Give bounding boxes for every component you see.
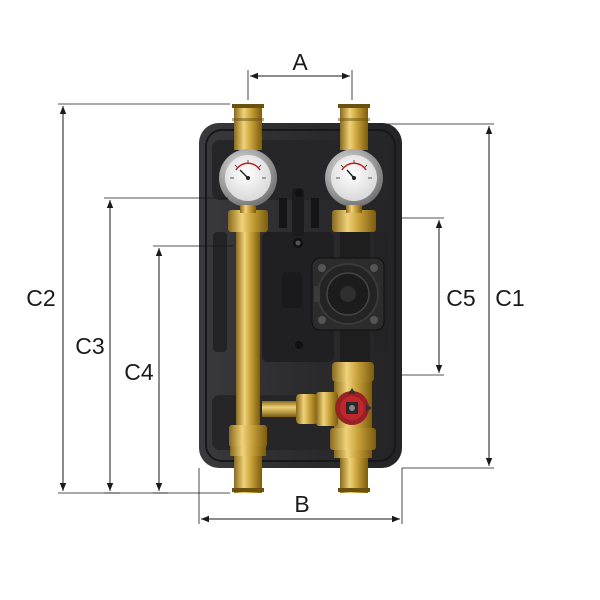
- left-supply-pipe: [228, 104, 268, 493]
- right-thermometer-gauge-icon: [325, 149, 383, 213]
- dimension-c2: C2: [26, 103, 230, 494]
- dimension-c3-label: C3: [75, 333, 104, 359]
- bypass-connection: [262, 392, 338, 426]
- dimension-b: B: [198, 468, 403, 524]
- dimension-c5: C5: [402, 217, 476, 376]
- dimension-c1-label: C1: [495, 285, 524, 311]
- dimension-b-label: B: [294, 491, 309, 517]
- dimension-c3: C3: [75, 197, 228, 494]
- dimension-c5-label: C5: [446, 285, 475, 311]
- dimension-c4: C4: [124, 245, 234, 494]
- dimension-annotations: A B C1 C5 C2: [26, 49, 525, 524]
- dimension-c4-label: C4: [124, 359, 154, 385]
- dimension-a: A: [247, 49, 353, 100]
- left-thermometer-gauge-icon: [219, 149, 277, 213]
- dimension-a-label: A: [292, 49, 308, 75]
- circulation-pump-icon: [311, 257, 385, 331]
- right-return-pipe: [330, 104, 376, 493]
- dimension-c2-label: C2: [26, 285, 55, 311]
- mixing-valve-icon: [335, 388, 372, 425]
- dimension-c1: C1: [380, 123, 525, 469]
